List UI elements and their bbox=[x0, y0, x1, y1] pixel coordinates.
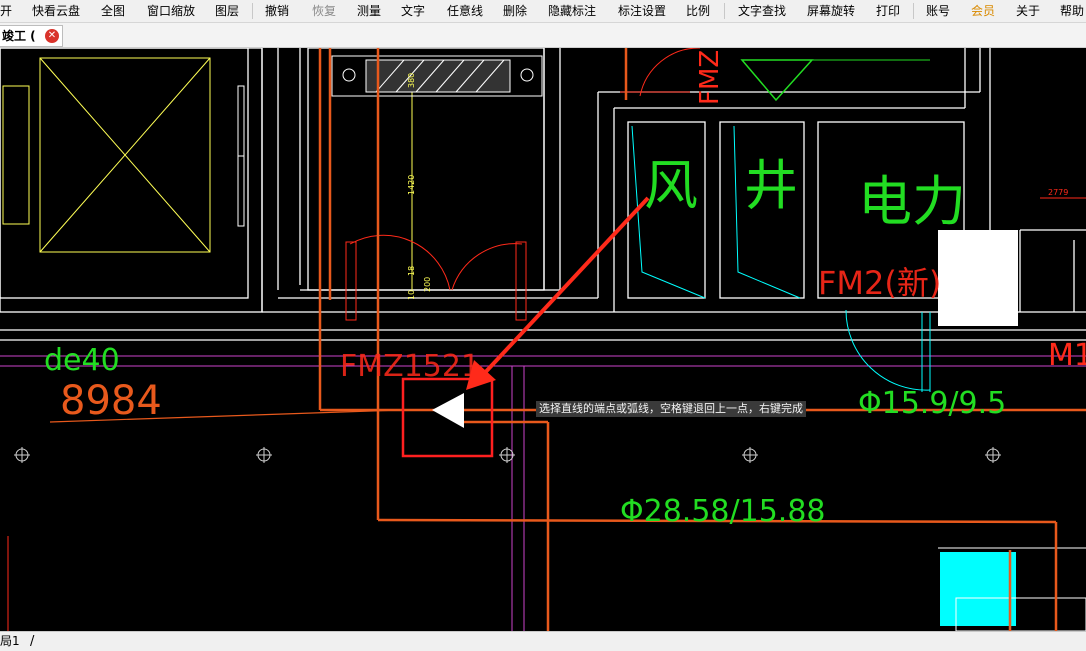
close-icon[interactable]: ✕ bbox=[45, 29, 59, 43]
menu-delete[interactable]: 删除 bbox=[502, 4, 527, 18]
dim-380: 380 bbox=[407, 73, 416, 88]
orange-leader bbox=[49, 409, 401, 423]
menu-bar: 开 快看云盘 全图 窗口缩放 图层 撤销 恢复 测量 文字 任意线 删除 隐藏标… bbox=[0, 0, 1086, 23]
door-swings: 2779 bbox=[345, 48, 1086, 321]
pointer-arrow-shaft bbox=[478, 196, 650, 380]
label-m1: M1 bbox=[1048, 338, 1086, 373]
column-markers bbox=[14, 447, 1001, 463]
document-tab-bar: 竣工 ( ✕ bbox=[0, 23, 1086, 48]
menu-measure[interactable]: 测量 bbox=[356, 4, 381, 18]
menu-window-zoom[interactable]: 窗口缩放 bbox=[146, 4, 195, 18]
label-wind: 风 bbox=[644, 154, 698, 217]
cyan-lines bbox=[631, 125, 931, 392]
menu-quick-cloud[interactable]: 快看云盘 bbox=[31, 4, 80, 18]
document-tab[interactable]: 竣工 ( ✕ bbox=[0, 25, 63, 47]
menu-account[interactable]: 账号 bbox=[925, 4, 950, 18]
status-bar: 局1 / bbox=[0, 631, 1086, 651]
label-de40: de40 bbox=[44, 343, 120, 378]
menu-separator bbox=[913, 3, 914, 19]
label-phi-small: Φ15.9/9.5 bbox=[858, 386, 1006, 421]
layout-tab[interactable]: 局1 bbox=[0, 634, 20, 648]
menu-about[interactable]: 关于 bbox=[1015, 4, 1040, 18]
menu-layers[interactable]: 图层 bbox=[214, 4, 239, 18]
menu-screen-rotate[interactable]: 屏幕旋转 bbox=[806, 4, 855, 18]
pointer-arrow-head-icon bbox=[466, 360, 496, 390]
dim-2779: 2779 bbox=[1048, 188, 1068, 197]
menu-redo[interactable]: 恢复 bbox=[311, 4, 336, 18]
menu-annotation-settings[interactable]: 标注设置 bbox=[617, 4, 666, 18]
label-electric: 电 bbox=[858, 170, 912, 233]
document-tab-label: 竣工 ( bbox=[2, 29, 36, 43]
menu-text[interactable]: 文字 bbox=[400, 4, 425, 18]
menu-separator bbox=[724, 3, 725, 19]
label-power: 力 bbox=[912, 170, 966, 233]
layout-separator: / bbox=[30, 634, 35, 649]
green-triangle bbox=[740, 59, 814, 102]
dim-200: 200 bbox=[423, 277, 432, 292]
menu-open[interactable]: 开 bbox=[0, 4, 13, 18]
label-8984: 8984 bbox=[60, 378, 162, 424]
highlight-box bbox=[401, 377, 494, 458]
menu-print[interactable]: 打印 bbox=[875, 4, 900, 18]
white-block bbox=[938, 230, 1018, 326]
menu-member[interactable]: 会员 bbox=[970, 4, 995, 18]
label-phi-large: Φ28.58/15.88 bbox=[620, 494, 826, 529]
command-tooltip: 选择直线的端点或弧线，空格键退回上一点，右键完成 bbox=[536, 401, 806, 417]
dim-10: 10 bbox=[407, 290, 416, 300]
label-fmz-top: FMZ bbox=[695, 50, 725, 105]
cad-drawing: 2779 bbox=[0, 48, 1086, 631]
menu-hide-annotations[interactable]: 隐藏标注 bbox=[547, 4, 596, 18]
dim-1420: 1420 bbox=[407, 175, 416, 195]
equipment-box bbox=[2, 57, 413, 290]
menu-any-line[interactable]: 任意线 bbox=[446, 4, 483, 18]
cyan-block bbox=[940, 552, 1016, 626]
pulley-assembly bbox=[237, 55, 543, 227]
cursor-arrow-icon bbox=[432, 393, 464, 428]
menu-undo[interactable]: 撤销 bbox=[264, 4, 289, 18]
menu-separator bbox=[252, 3, 253, 19]
menu-text-search[interactable]: 文字查找 bbox=[737, 4, 786, 18]
label-shaft: 井 bbox=[744, 154, 798, 217]
menu-scale[interactable]: 比例 bbox=[685, 4, 710, 18]
label-fm2: FM2(新) bbox=[818, 264, 941, 302]
drawing-canvas[interactable]: 2779 bbox=[0, 48, 1086, 631]
lower-right-walls bbox=[938, 547, 1086, 631]
dim-18: 18 bbox=[407, 266, 416, 276]
menu-full-view[interactable]: 全图 bbox=[100, 4, 125, 18]
menu-help[interactable]: 帮助 bbox=[1059, 4, 1084, 18]
